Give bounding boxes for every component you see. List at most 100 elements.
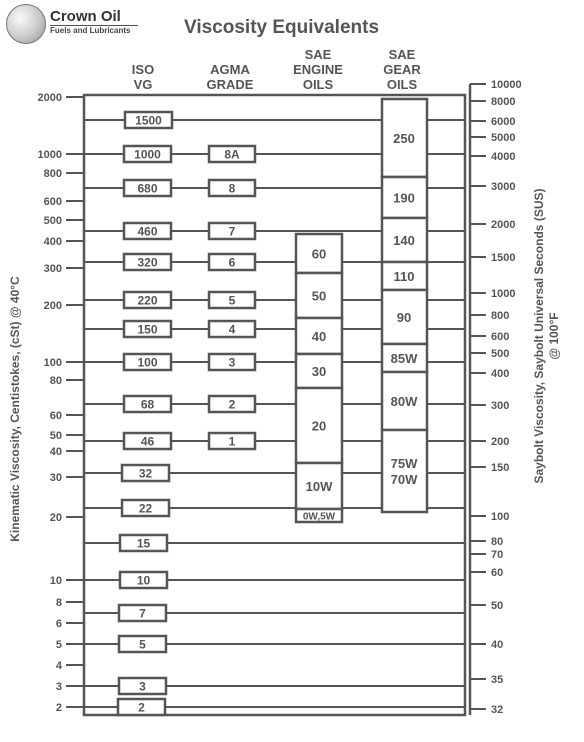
- right-tick-label: 600: [491, 331, 509, 343]
- iso-grade-box: [123, 110, 174, 130]
- agma-grade-label: 2: [229, 398, 236, 412]
- agma-grade-box: [207, 252, 257, 272]
- iso-grade-label: 7: [139, 607, 146, 621]
- right-tick-label: 5000: [491, 132, 515, 144]
- right-tick-label: 6000: [491, 116, 515, 128]
- sae-engine-segment: [294, 271, 344, 320]
- agma-grade-label: 4: [229, 323, 236, 337]
- left-tick-label: 40: [50, 446, 62, 458]
- sae-engine-segment: [294, 507, 344, 524]
- iso-grade-box: [122, 221, 173, 241]
- left-tick-label: 3: [56, 681, 62, 693]
- left-tick-label: 2: [56, 702, 62, 714]
- sae-engine-label: 40: [312, 329, 326, 344]
- right-tick-label: 1500: [491, 252, 515, 264]
- iso-grade-box: [117, 603, 168, 623]
- iso-grade-box: [122, 431, 173, 451]
- iso-grade-label: 150: [137, 323, 157, 337]
- sae-gear-segment: [380, 428, 429, 514]
- brand-tagline: Fuels and Lubricants: [50, 26, 131, 35]
- left-tick-label: 200: [44, 300, 62, 312]
- left-tick-label: 6: [56, 618, 62, 630]
- sae-gear-label: 80W: [391, 394, 418, 409]
- right-tick-label: 60: [491, 567, 503, 579]
- left-tick-label: 60: [50, 410, 62, 422]
- left-tick-label: 300: [44, 263, 62, 275]
- agma-grade-label: 3: [229, 356, 236, 370]
- agma-grade-label: 8: [229, 182, 236, 196]
- right-tick-label: 500: [491, 348, 509, 360]
- iso-grade-label: 680: [137, 182, 157, 196]
- iso-grade-box: [118, 570, 169, 590]
- crown-logo-icon: [6, 4, 46, 44]
- left-tick-label: 20: [50, 512, 62, 524]
- iso-grade-box: [122, 352, 173, 372]
- col-head-sae-engine-line3: OILS: [302, 77, 334, 92]
- sae-gear-segment: [380, 175, 429, 220]
- sae-engine-label: 0W,5W: [303, 512, 336, 523]
- left-tick-label: 500: [44, 215, 62, 227]
- sae-gear-label: 75W: [391, 456, 418, 471]
- left-tick-label: 50: [50, 430, 62, 442]
- iso-grade-label: 320: [137, 256, 157, 270]
- right-tick-label: 35: [491, 674, 503, 686]
- iso-grade-box: [122, 394, 173, 414]
- iso-grade-label: 1500: [135, 114, 162, 128]
- sae-gear-label: 190: [393, 191, 415, 206]
- agma-grade-label: 1: [229, 435, 236, 449]
- brand-underline: [50, 25, 138, 26]
- agma-grade-box: [207, 319, 257, 339]
- col-head-sae-gear-line3: OILS: [386, 77, 418, 92]
- sae-engine-label: 50: [312, 289, 326, 304]
- right-tick-label: 2000: [491, 219, 515, 231]
- agma-grade-box: [207, 144, 257, 164]
- iso-grade-box: [117, 634, 168, 654]
- right-tick-label: 50: [491, 600, 503, 612]
- agma-grade-box: [207, 352, 257, 372]
- left-tick-label: 5: [56, 639, 62, 651]
- iso-grade-box: [122, 319, 173, 339]
- agma-grade-label: 8A: [224, 148, 240, 162]
- right-tick-label: 80: [491, 536, 503, 548]
- right-tick-label: 10000: [491, 79, 522, 91]
- col-head-sae-engine-line2: ENGINE: [293, 62, 343, 77]
- col-head-iso-line2: VG: [133, 77, 153, 92]
- right-tick-label: 300: [491, 400, 509, 412]
- right-tick-label: 40: [491, 639, 503, 651]
- left-tick-label: 10: [50, 575, 62, 587]
- page-title: Viscosity Equivalents: [184, 17, 380, 38]
- agma-grade-box: [207, 431, 257, 451]
- sae-gear-segment: [380, 216, 429, 264]
- iso-grade-box: [120, 463, 171, 483]
- col-head-agma: AGMA GRADE: [198, 62, 262, 92]
- iso-grade-label: 220: [137, 294, 157, 308]
- col-head-sae-engine: SAE ENGINE OILS: [286, 47, 350, 92]
- left-tick-label: 800: [44, 168, 62, 180]
- col-head-sae-engine-line1: SAE: [304, 47, 332, 62]
- right-tick-label: 800: [491, 310, 509, 322]
- agma-grade-label: 6: [229, 256, 236, 270]
- iso-grade-box: [122, 144, 173, 164]
- agma-grade-box: [207, 178, 257, 198]
- right-tick-label: 32: [491, 704, 503, 716]
- agma-grade-box: [207, 221, 257, 241]
- left-tick-label: 1000: [38, 149, 62, 161]
- left-tick-label: 4: [56, 660, 63, 672]
- iso-grade-box: [118, 533, 169, 553]
- right-tick-label: 70: [491, 549, 503, 561]
- iso-grade-label: 46: [141, 435, 155, 449]
- col-head-sae-gear-line2: GEAR: [383, 62, 421, 77]
- sae-engine-label: 20: [312, 419, 326, 434]
- left-tick-label: 8: [56, 597, 62, 609]
- left-tick-label: 600: [44, 196, 62, 208]
- iso-grade-label: 1000: [134, 148, 161, 162]
- iso-grade-box: [120, 498, 171, 518]
- right-tick-label: 150: [491, 462, 509, 474]
- sae-gear-label: 140: [393, 233, 415, 248]
- agma-grade-label: 5: [229, 294, 236, 308]
- col-head-agma-line1: AGMA: [210, 62, 250, 77]
- right-tick-label: 200: [491, 436, 509, 448]
- right-tick-label: 8000: [491, 96, 515, 108]
- iso-grade-label: 10: [137, 574, 151, 588]
